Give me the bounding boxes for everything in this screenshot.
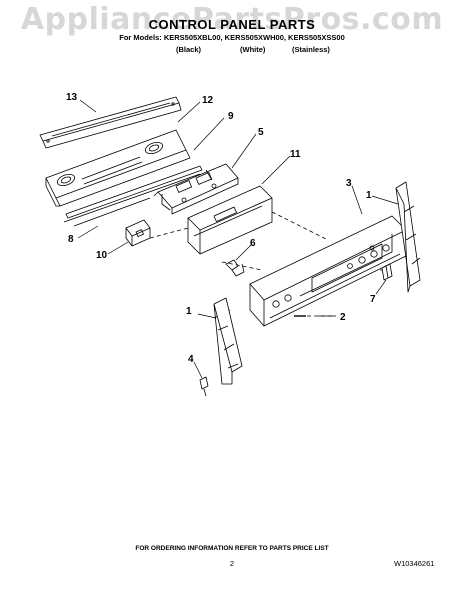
part-7-bracket <box>381 263 393 281</box>
part-5-control-board <box>153 163 239 215</box>
page-number: 2 <box>229 559 235 568</box>
watermark: AppliancePartsPros.com <box>20 2 444 37</box>
callout-10: 10 <box>96 250 108 261</box>
callout-5: 5 <box>258 127 264 138</box>
page-title: CONTROL PANEL PARTS <box>148 17 316 32</box>
part-10-bracket <box>125 219 151 247</box>
part-4-screw <box>199 376 209 397</box>
callout-1-lower: 1 <box>186 306 192 317</box>
part-12-panel-frame <box>45 129 191 207</box>
callout-6: 6 <box>250 238 256 249</box>
callout-13: 13 <box>66 92 78 103</box>
callout-12: 12 <box>202 95 214 106</box>
part-6-clip <box>225 259 245 277</box>
color-label-black: (Black) <box>176 45 202 54</box>
callout-8: 8 <box>68 234 74 245</box>
part-13-trim-strip <box>39 96 182 149</box>
callout-11: 11 <box>290 149 301 160</box>
model-list: For Models: KERS505XBL00, KERS505XWH00, … <box>119 33 345 42</box>
callout-2: 2 <box>340 312 346 323</box>
part-8-rod <box>73 197 151 227</box>
color-label-stainless: (Stainless) <box>292 45 330 54</box>
callout-7: 7 <box>370 294 376 305</box>
color-label-white: (White) <box>240 45 266 54</box>
part-1-left-endcap <box>213 297 243 385</box>
callout-3: 3 <box>346 178 352 189</box>
part-9-strip <box>63 165 203 223</box>
callout-1-upper: 1 <box>366 190 372 201</box>
callout-9: 9 <box>228 111 234 122</box>
document-number: W10346261 <box>394 559 435 568</box>
ordering-note: FOR ORDERING INFORMATION REFER TO PARTS … <box>135 545 329 552</box>
part-11-overlay <box>187 185 273 255</box>
callout-4: 4 <box>188 354 194 365</box>
part-1-right-endcap <box>395 181 421 293</box>
